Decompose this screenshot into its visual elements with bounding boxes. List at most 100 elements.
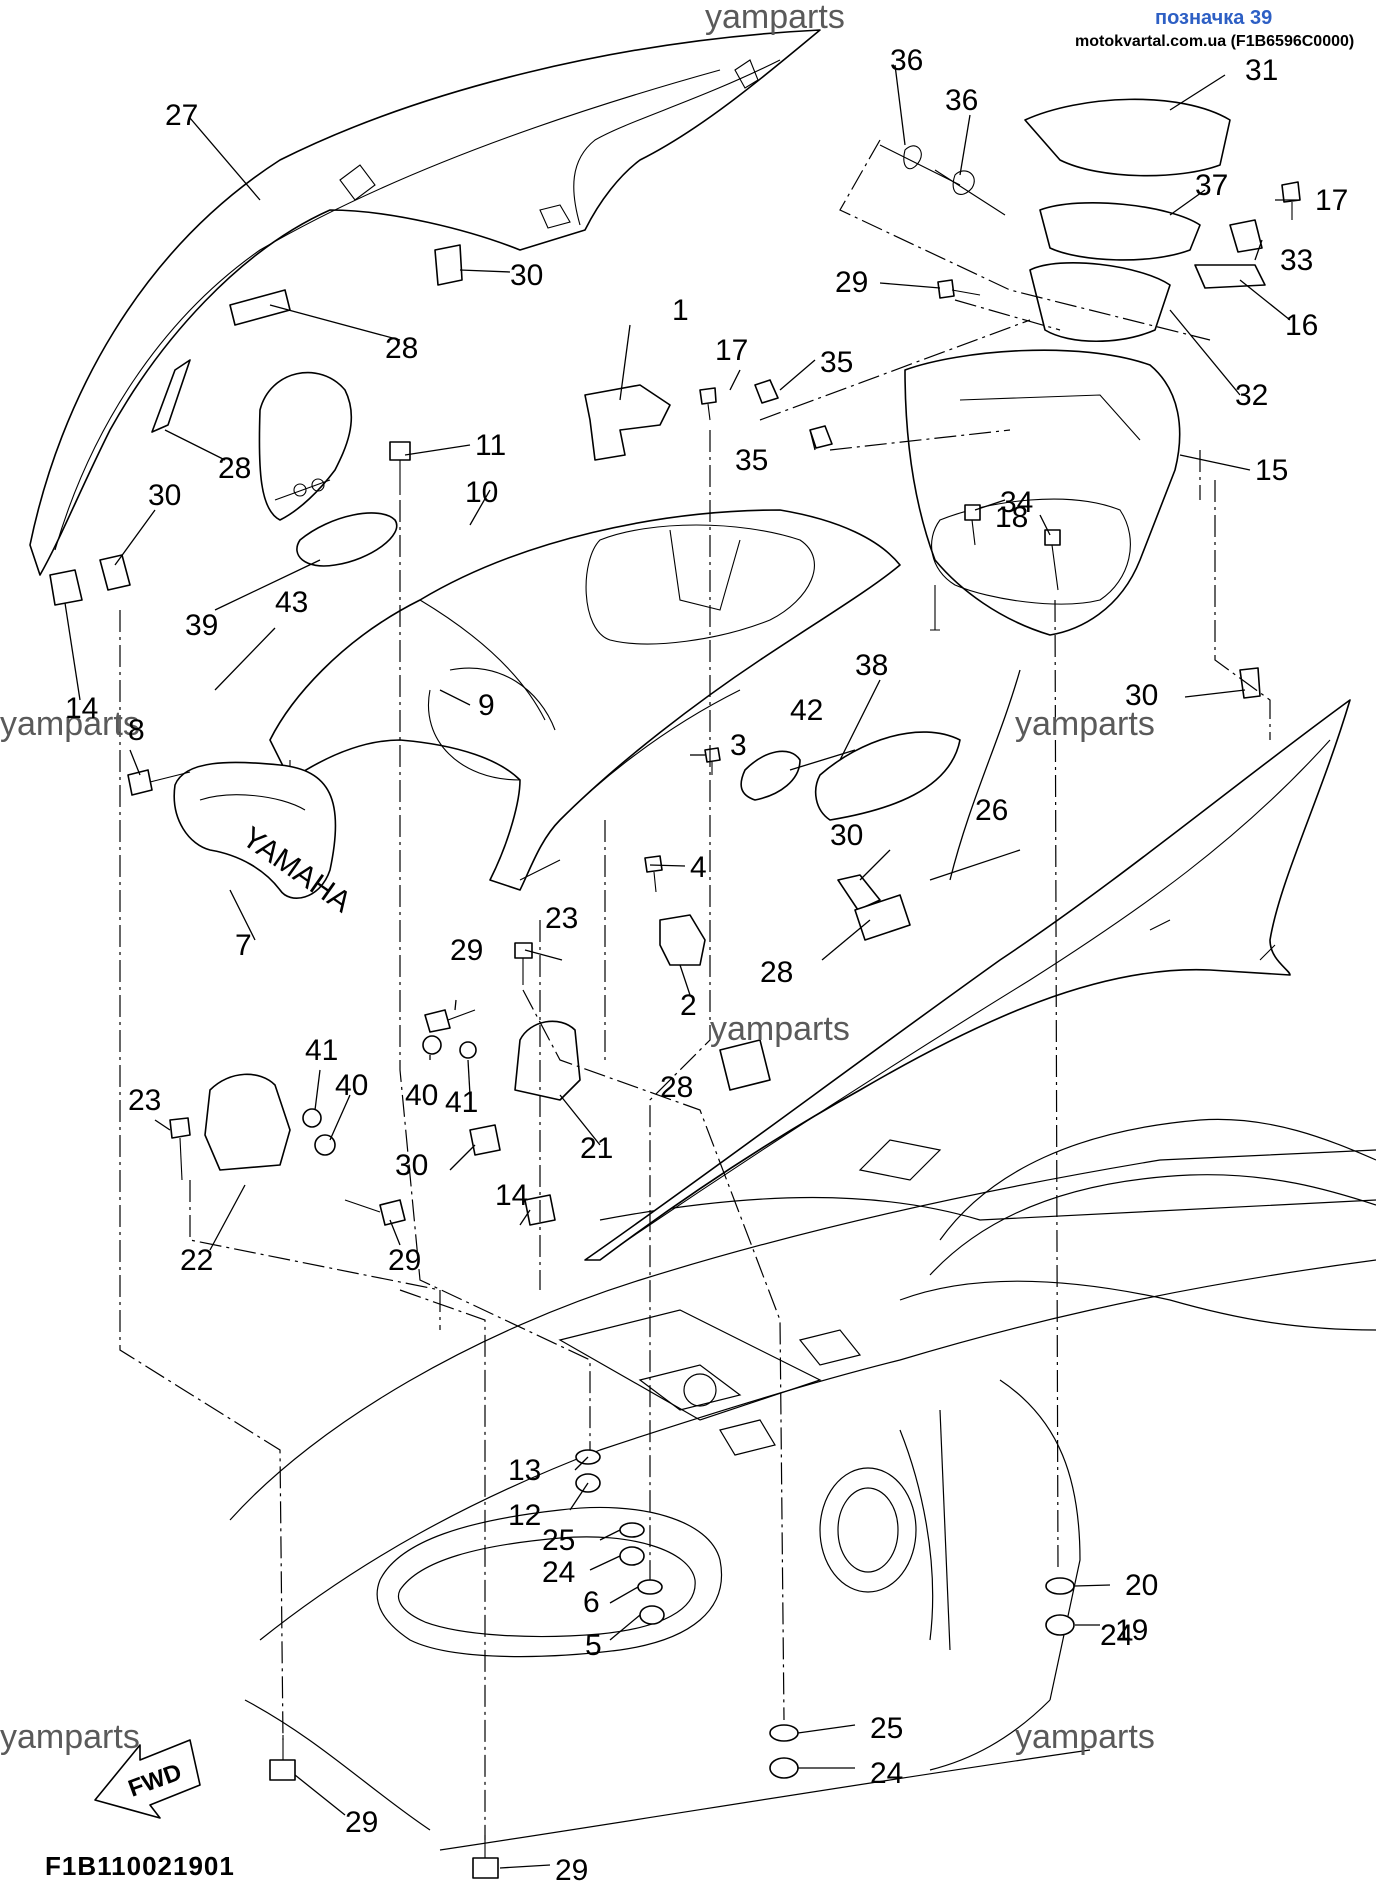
- part-1-block: [584, 384, 671, 461]
- callout-19: 19: [1115, 1614, 1148, 1647]
- part-22-bracket: [204, 1073, 291, 1171]
- watermark: yamparts: [1015, 705, 1155, 743]
- callout-29e: 29: [555, 1854, 588, 1887]
- part-26-seat-cover: [584, 699, 1351, 1261]
- callout-6: 6: [583, 1586, 600, 1619]
- callout-23b: 23: [545, 902, 578, 935]
- callout-30e: 30: [395, 1149, 428, 1182]
- callout-26: 26: [975, 794, 1008, 827]
- callout-23a: 23: [128, 1084, 161, 1117]
- part-30-clip-d: [837, 874, 881, 911]
- callout-32: 32: [1235, 379, 1268, 412]
- callout-17a: 17: [715, 334, 748, 367]
- part-33-latch: [1229, 219, 1263, 253]
- part-30-clip-b: [99, 554, 131, 591]
- callout-11: 11: [475, 429, 506, 462]
- callout-17b: 17: [1315, 184, 1348, 217]
- fwd-arrow-icon: [94, 1739, 201, 1819]
- part-28-label-c: [854, 894, 911, 941]
- part-30-clip-e: [469, 1124, 501, 1156]
- callout-27: 27: [165, 99, 198, 132]
- callout-20: 20: [1125, 1569, 1158, 1602]
- callout-38: 38: [855, 649, 888, 682]
- part-37-pad: [1039, 202, 1201, 261]
- watermark: yamparts: [710, 1010, 850, 1048]
- callout-5: 5: [585, 1629, 602, 1662]
- callout-36a: 36: [890, 44, 923, 77]
- callout-3: 3: [730, 729, 747, 762]
- part-14-damper-a: [49, 569, 83, 606]
- drawing-code: F1B110021901: [45, 1851, 235, 1881]
- header-source: motokvartal.com.ua (F1B6596C0000): [1075, 33, 1354, 50]
- callout-29a: 29: [835, 266, 868, 299]
- watermark: yamparts: [0, 1718, 140, 1756]
- callout-29b: 29: [450, 934, 483, 967]
- callout-28c: 28: [760, 956, 793, 989]
- part-36-hinge-a: [879, 144, 961, 186]
- callout-40a: 40: [335, 1069, 368, 1102]
- part-39-grip: [258, 371, 353, 521]
- callout-22: 22: [180, 1244, 213, 1277]
- callout-41a: 41: [305, 1034, 338, 1067]
- hull-deck: [229, 1118, 1376, 1851]
- callout-29d: 29: [345, 1806, 378, 1839]
- leader-lines: [64, 64, 1300, 1869]
- part-36-hinge-b: [934, 169, 1006, 216]
- callout-28d: 28: [660, 1071, 693, 1104]
- callout-31: 31: [1245, 54, 1278, 87]
- callout-25a: 25: [542, 1524, 575, 1557]
- callout-41b: 41: [445, 1086, 478, 1119]
- callout-30d: 30: [830, 819, 863, 852]
- callout-30a: 30: [510, 259, 543, 292]
- callout-29c: 29: [388, 1244, 421, 1277]
- part-32-tray: [1029, 262, 1171, 342]
- callout-1: 1: [672, 294, 689, 327]
- part-42-ring: [740, 750, 801, 801]
- callout-35b: 35: [735, 444, 768, 477]
- part-28-label-d: [719, 1039, 771, 1091]
- watermark: yamparts: [0, 705, 140, 743]
- part-2-lock: [659, 914, 706, 966]
- callout-14b: 14: [495, 1179, 528, 1212]
- callout-39: 39: [185, 609, 218, 642]
- part-21-bracket: [514, 1020, 581, 1101]
- part-28-label-b: [151, 359, 191, 433]
- callout-42: 42: [790, 694, 823, 727]
- callout-2: 2: [680, 989, 697, 1022]
- callout-28a: 28: [385, 332, 418, 365]
- callout-7: 7: [235, 929, 252, 962]
- fasteners: [127, 181, 1301, 1879]
- callout-36b: 36: [945, 84, 978, 117]
- callout-10: 10: [465, 476, 498, 509]
- part-7-panel: [173, 761, 337, 899]
- callout-33: 33: [1280, 244, 1313, 277]
- callout-34: 34: [1000, 486, 1033, 519]
- callout-24b: 24: [870, 1757, 903, 1790]
- callout-labels: 1 2 3 4 5 6 7 8 9 10 11 12 13 14 14 15 1…: [65, 44, 1348, 1887]
- callout-43: 43: [275, 586, 308, 619]
- callout-4: 4: [690, 851, 707, 884]
- part-43-gasket: [296, 512, 398, 567]
- part-30-clip-a: [434, 244, 463, 286]
- part-38-plate: [814, 731, 961, 821]
- part-30-clip-c: [1239, 667, 1261, 699]
- part-15-storage-box: [904, 349, 1181, 636]
- part-27-cover: [29, 29, 821, 576]
- callout-25b: 25: [870, 1712, 903, 1745]
- callout-35a: 35: [820, 346, 853, 379]
- callout-15: 15: [1255, 454, 1288, 487]
- watermark: yamparts: [1015, 1718, 1155, 1756]
- callout-16: 16: [1285, 309, 1318, 342]
- callout-12: 12: [508, 1499, 541, 1532]
- part-10-rear-frame: [269, 509, 901, 891]
- part-16-plate: [1194, 264, 1266, 289]
- callout-21: 21: [580, 1132, 613, 1165]
- callout-30c: 30: [1125, 679, 1158, 712]
- callout-28b: 28: [218, 452, 251, 485]
- callout-37: 37: [1195, 169, 1228, 202]
- callout-13: 13: [508, 1454, 541, 1487]
- callout-24c: 24: [1100, 1619, 1133, 1652]
- callout-18: 18: [995, 501, 1028, 534]
- callout-8: 8: [128, 714, 145, 747]
